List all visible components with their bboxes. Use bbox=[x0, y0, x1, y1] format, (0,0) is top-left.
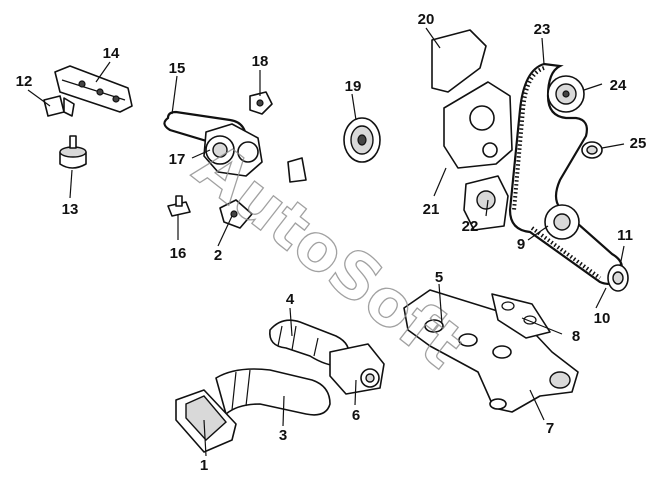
lower-cover-part bbox=[463, 175, 509, 231]
callout-19: 19 bbox=[345, 78, 362, 95]
duct-flange-part bbox=[175, 389, 237, 453]
callout-13: 13 bbox=[62, 201, 79, 218]
callout-5: 5 bbox=[435, 269, 443, 286]
callout-16: 16 bbox=[170, 245, 187, 262]
callout-3: 3 bbox=[279, 427, 287, 444]
callout-12: 12 bbox=[16, 73, 33, 90]
callout-labels: 1 2 3 4 5 6 7 8 9 10 11 12 13 14 15 16 1… bbox=[16, 11, 647, 474]
idler-pulley-part bbox=[581, 141, 603, 159]
callout-17: 17 bbox=[169, 151, 186, 168]
callout-6: 6 bbox=[352, 407, 360, 424]
water-pump-part bbox=[203, 123, 263, 177]
bracket-16-part bbox=[167, 195, 191, 217]
sensor-part bbox=[249, 91, 273, 115]
callout-8: 8 bbox=[572, 328, 580, 345]
callout-11: 11 bbox=[617, 227, 633, 244]
rear-timing-cover-part bbox=[443, 81, 513, 169]
rubber-mount-part bbox=[59, 135, 87, 169]
leader-lines bbox=[27, 27, 625, 457]
callout-15: 15 bbox=[169, 60, 186, 77]
callout-23: 23 bbox=[534, 21, 551, 38]
camshaft-pulley-part bbox=[547, 75, 585, 113]
manifold-gasket-part bbox=[491, 293, 551, 339]
mount-bracket-part bbox=[54, 65, 133, 113]
exhaust-manifold-part bbox=[403, 289, 579, 413]
upper-timing-cover-part bbox=[431, 29, 487, 93]
callout-24: 24 bbox=[610, 77, 627, 94]
clip-part bbox=[287, 157, 307, 183]
callout-20: 20 bbox=[418, 11, 435, 28]
tensioner-part bbox=[607, 264, 629, 292]
callout-2: 2 bbox=[214, 247, 222, 264]
callout-21: 21 bbox=[423, 201, 440, 218]
pulley-part bbox=[343, 117, 381, 163]
callout-22: 22 bbox=[462, 218, 479, 235]
callout-9: 9 bbox=[517, 236, 525, 253]
crank-sprocket-part bbox=[544, 204, 580, 240]
mount-2-part bbox=[219, 199, 253, 229]
small-bracket-part bbox=[43, 95, 75, 117]
callout-1: 1 bbox=[200, 457, 208, 474]
callout-4: 4 bbox=[286, 291, 295, 308]
intake-duct-part bbox=[215, 368, 331, 416]
callout-25: 25 bbox=[630, 135, 647, 152]
callout-14: 14 bbox=[103, 45, 120, 62]
callout-10: 10 bbox=[594, 310, 611, 327]
callout-18: 18 bbox=[252, 53, 269, 70]
callout-7: 7 bbox=[546, 420, 554, 437]
coupling-part bbox=[329, 343, 385, 395]
